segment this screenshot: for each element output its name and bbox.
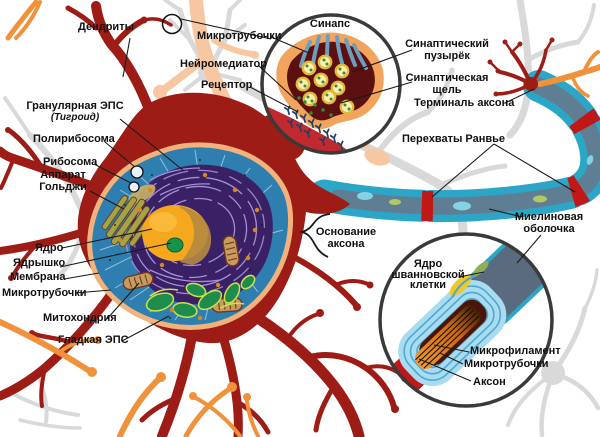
specks xyxy=(109,159,263,319)
label-nucleolus: Ядрышко xyxy=(13,257,66,269)
schwann-inset xyxy=(378,232,554,408)
label-receptor: Рецептор xyxy=(201,79,253,91)
ribosome-marker xyxy=(128,181,140,193)
dendrite-branch xyxy=(0,288,117,401)
axon-hillock-brace xyxy=(298,213,331,258)
cell-body xyxy=(87,142,294,330)
dendrite-branch xyxy=(252,312,365,437)
nucleus-highlight xyxy=(149,212,177,232)
synapse-ring xyxy=(260,13,402,155)
smooth-er-blobs xyxy=(145,274,256,318)
axon-fiber xyxy=(282,70,600,223)
label-microtubules-top: Микротрубочки xyxy=(197,30,282,42)
label-polyribosome: Полирибосома xyxy=(33,133,115,145)
synaptic-vesicles xyxy=(295,54,355,115)
myelin-spots xyxy=(357,155,594,211)
schwann-ring xyxy=(378,232,554,408)
label-dendrites: Дендриты xyxy=(78,21,134,33)
label-axon: Аксон xyxy=(473,376,506,388)
postsynaptic-membrane xyxy=(262,103,355,153)
er-cisternae-lines xyxy=(124,167,266,295)
mitochondrion-shape xyxy=(222,235,240,267)
label-nucleus: Ядро xyxy=(35,242,64,254)
polyribosome-marker xyxy=(130,165,144,179)
dendrite-branch xyxy=(0,228,88,255)
ribosome-dots xyxy=(117,172,260,321)
label-microtubules-left: Микротрубочки xyxy=(2,287,87,299)
label-neurotransmitter: Нейромедиатор xyxy=(180,58,267,70)
orange-dendrites xyxy=(0,0,260,437)
axon-terminal-branches xyxy=(487,37,600,98)
nucleolus-shape xyxy=(166,237,184,253)
label-granular-er: Гранулярная ЭПС(Тигроид) xyxy=(26,100,124,123)
magnifier-circle xyxy=(161,13,183,35)
label-nodes-of-ranvier: Перехваты Ранвье xyxy=(402,133,506,145)
axon-core-filaments xyxy=(414,305,481,369)
nucleus-cut-face xyxy=(180,206,212,265)
pointer-lines xyxy=(59,18,576,382)
mitochondrion-shape xyxy=(122,271,154,291)
receptors xyxy=(283,105,344,151)
label-microtubules-axon: Микротрубочки xyxy=(464,358,549,370)
ranvier-nodes xyxy=(294,72,600,222)
dendrite-branch xyxy=(287,252,359,308)
synapse-inset xyxy=(260,13,402,155)
label-ribosome: Рибосома xyxy=(43,156,98,168)
label-synapse: Синапс xyxy=(309,18,351,30)
dendrite-branch xyxy=(157,331,197,437)
label-mitochondrion: Митохондрия xyxy=(43,312,117,324)
label-membrane: Мембрана xyxy=(10,271,66,283)
label-axon-terminal: Терминаль аксона xyxy=(414,97,515,109)
label-smooth-er: Гладкая ЭПС xyxy=(58,334,129,346)
label-microfilament: Микрофиламент xyxy=(470,345,561,357)
neurotransmitter-dots xyxy=(297,96,333,117)
